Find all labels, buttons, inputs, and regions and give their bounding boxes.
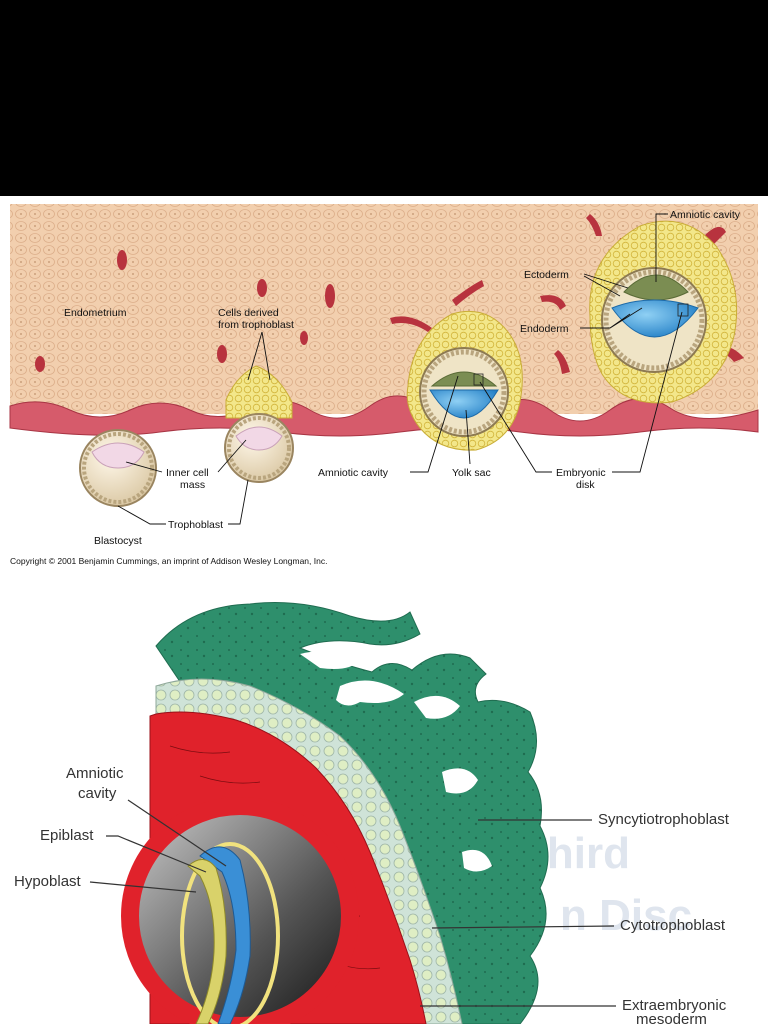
label-embryonic-disk-line2: disk [576,479,595,491]
label-extraembryonic-line1: Extraembryonic [622,997,727,1014]
leader-embryonic-disk [479,311,683,473]
label-cells-derived-line1: Cells derived [218,307,279,319]
bilaminar-disc [180,842,280,1024]
uterine-epithelium [9,395,759,437]
leader-cells-derived [247,331,271,381]
leader-amniotic-cavity-mid [410,375,459,473]
blastocyst [79,429,157,507]
leader-amniotic-cavity-top [655,213,668,282]
epiblast-layer [199,846,251,1024]
implantation-diagram: Endometrium Cells derived from trophobla… [9,204,759,566]
mesoderm-ring [121,797,359,1024]
label-trophoblast: Trophoblast [168,519,223,531]
cross-section-diagram: Third n Disc [14,602,730,1024]
leader-endoderm [580,307,643,329]
implantation-figure: Endometrium Cells derived from trophobla… [0,196,768,576]
label-extraembryonic-line2: mesoderm [636,1011,707,1024]
label-amniotic-cavity-mid: Amniotic cavity [318,467,389,479]
label-amniotic-line1: Amniotic [66,765,124,782]
leader-trophoblast [117,479,249,525]
leader-ectoderm [583,273,629,297]
label-cytotrophoblast: Cytotrophoblast [620,917,726,934]
label-amniotic-line2: cavity [78,785,117,802]
label-hypoblast: Hypoblast [14,873,82,890]
attaching-blastocyst [224,365,294,483]
implanted-blastocyst [406,310,523,451]
label-epiblast: Epiblast [40,827,94,844]
leader-cytotrophoblast [431,925,615,929]
label-endometrium: Endometrium [64,307,127,319]
label-endoderm: Endoderm [520,323,569,335]
label-ectoderm: Ectoderm [524,269,569,281]
hypoblast-layer [187,859,227,1024]
label-syncytiotrophoblast: Syncytiotrophoblast [598,811,730,828]
lacunae [300,651,492,872]
label-cells-derived-line2: from trophoblast [218,319,294,331]
copyright-line: Copyright © 2001 Benjamin Cummings, an i… [10,556,327,566]
background-text-line2: n Disc [560,891,692,940]
leader-amniotic-cavity [127,799,227,867]
black-top-band [0,0,768,196]
leader-inner-cell-mass [125,439,247,473]
label-amniotic-cavity-top: Amniotic cavity [670,209,741,221]
leader-yolk-sac [465,409,471,465]
leader-epiblast [106,835,207,873]
label-blastocyst: Blastocyst [94,535,142,547]
label-yolk-sac: Yolk sac [452,467,491,479]
later-embryo [589,220,738,404]
label-inner-cell-line1: Inner cell [166,467,209,479]
label-inner-cell-line2: mass [180,479,205,491]
cross-section-figure: Third n Disc [0,576,768,1024]
leader-hypoblast [89,881,197,893]
label-embryonic-disk-line1: Embryonic [556,467,606,479]
